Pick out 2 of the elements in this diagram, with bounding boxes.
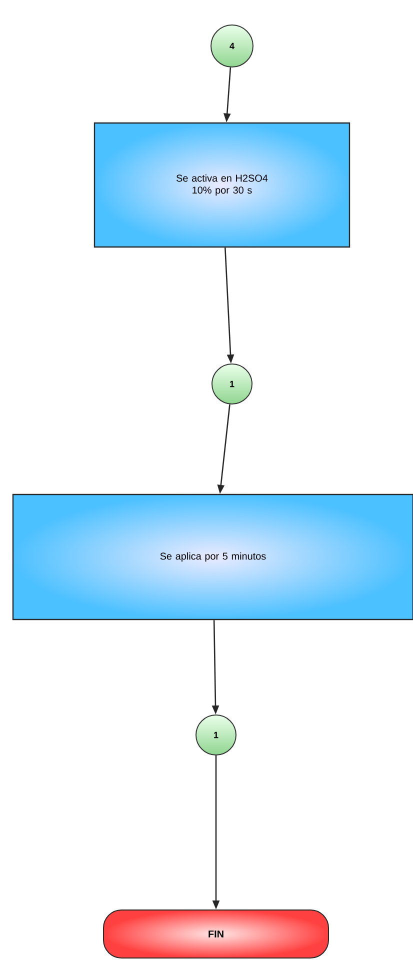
process-box: Se aplica por 5 minutos (12, 494, 413, 620)
process-box: Se activa en H2SO4 10% por 30 s (94, 122, 350, 248)
